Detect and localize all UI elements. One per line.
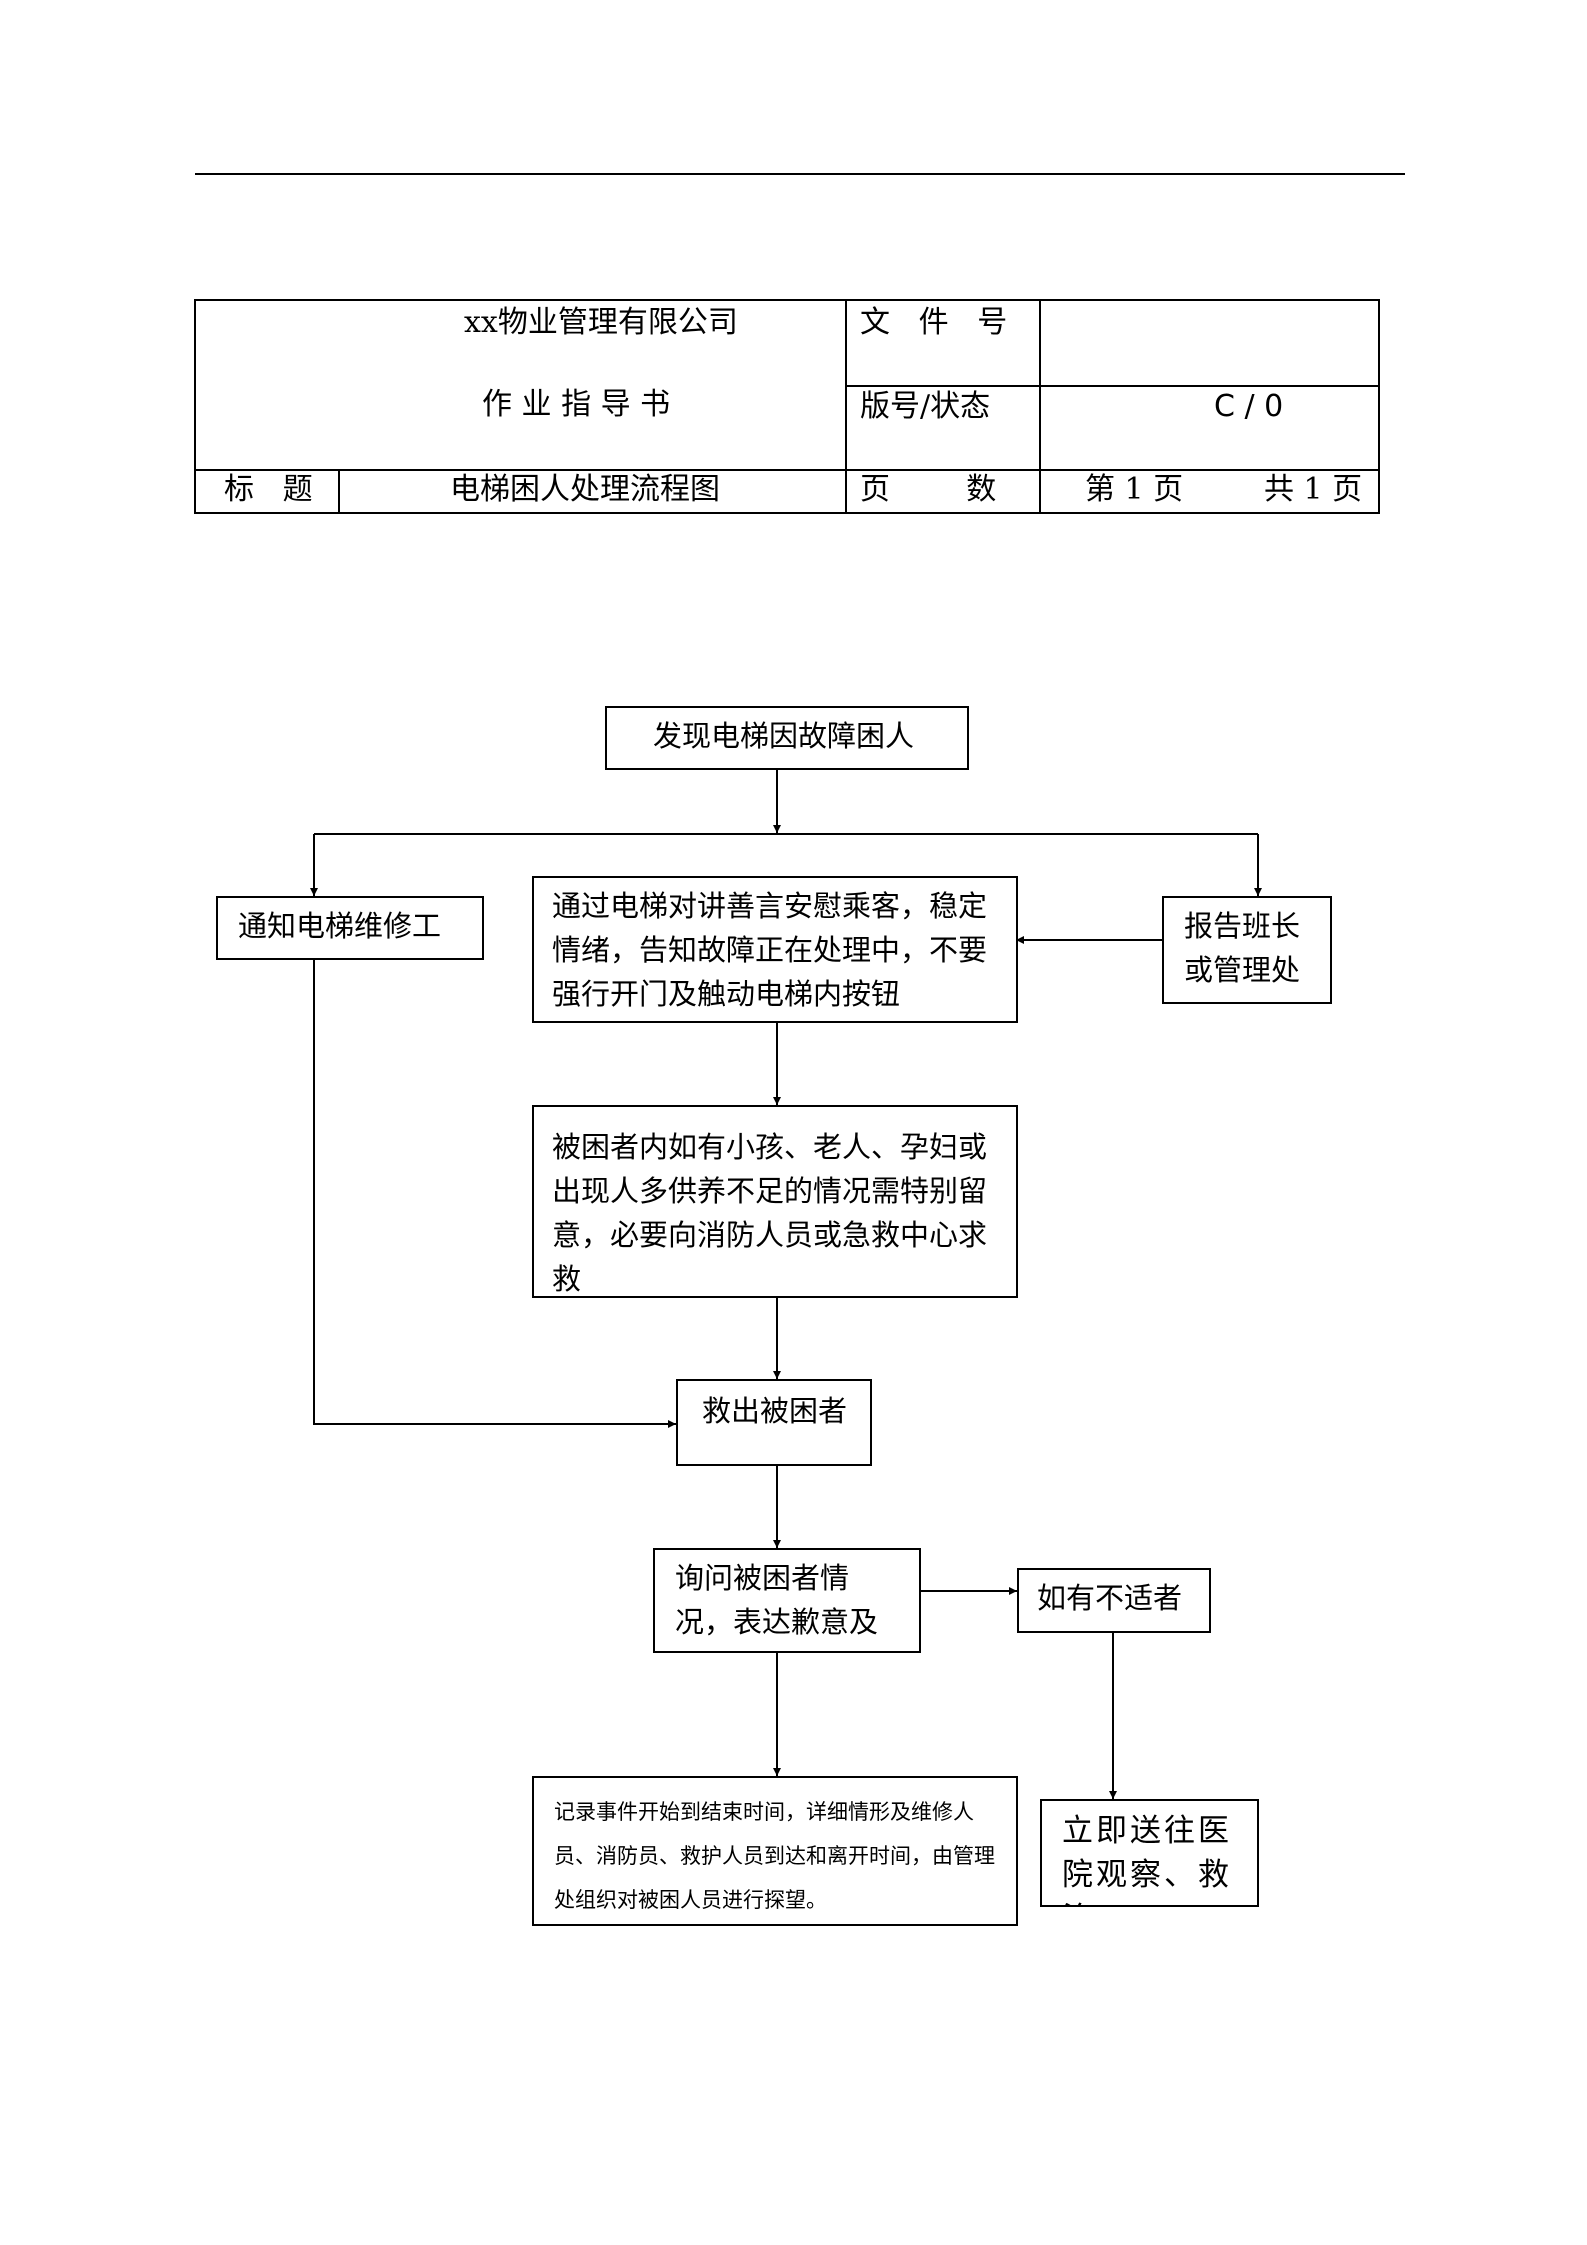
- step-discomfort-text: 如有不适者: [1037, 1581, 1183, 1615]
- file-number-label: 文 件 号: [860, 305, 1008, 340]
- step-report-text: 报告班长或管理处: [1184, 909, 1301, 987]
- step-discover-text: 发现电梯因故障困人: [653, 719, 915, 753]
- step-hospital-text: 立即送往医院观察、救治: [1062, 1813, 1232, 1905]
- step-notify-repair-box: 通知电梯维修工: [216, 896, 484, 960]
- step-inquire-text: 询问被困者情况，表达歉意及安慰: [675, 1561, 879, 1651]
- top-rule: [195, 173, 1405, 175]
- step-hospital-box: 立即送往医院观察、救治: [1040, 1799, 1259, 1907]
- step-special-box: 被困者内如有小孩、老人、孕妇或出现人多供养不足的情况需特别留意，必要向消防人员或…: [532, 1105, 1018, 1298]
- header-table: xx物业管理有限公司 作 业 指 导 书 文 件 号 版号/状态 C / 0 标…: [194, 299, 1380, 514]
- step-comfort-box: 通过电梯对讲善言安慰乘客，稳定情绪，告知故障正在处理中，不要强行开门及触动电梯内…: [532, 876, 1018, 1023]
- step-discover-box: 发现电梯因故障困人: [605, 706, 969, 770]
- arrow-repair-to-rescue: [313, 960, 676, 1428]
- step-report-box: 报告班长或管理处: [1162, 896, 1332, 1004]
- version-label: 版号/状态: [860, 389, 991, 424]
- step-record-text: 记录事件开始到结束时间，详细情形及维修人员、消防员、救护人员到达和离开时间，由管…: [554, 1800, 995, 1912]
- step-record-box: 记录事件开始到结束时间，详细情形及维修人员、消防员、救护人员到达和离开时间，由管…: [532, 1776, 1018, 1926]
- version-value: C / 0: [1214, 389, 1284, 424]
- title-label: 标 题: [224, 472, 313, 507]
- step-rescue-text: 救出被困者: [702, 1394, 848, 1428]
- company-name: xx物业管理有限公司: [464, 305, 738, 340]
- title-value: 电梯困人处理流程图: [450, 472, 720, 507]
- step-rescue-box: 救出被困者: [676, 1379, 872, 1466]
- pages-label: 页 数: [860, 472, 997, 507]
- document-type: 作 业 指 导 书: [482, 387, 671, 422]
- page-current: 第 1 页: [1085, 472, 1184, 507]
- step-discomfort-box: 如有不适者: [1017, 1568, 1211, 1633]
- step-notify-repair-text: 通知电梯维修工: [238, 909, 442, 943]
- step-inquire-box: 询问被困者情况，表达歉意及安慰: [653, 1548, 921, 1653]
- step-comfort-text: 通过电梯对讲善言安慰乘客，稳定情绪，告知故障正在处理中，不要强行开门及触动电梯内…: [552, 889, 988, 1011]
- page-total: 共 1 页: [1264, 472, 1363, 507]
- step-special-text: 被困者内如有小孩、老人、孕妇或出现人多供养不足的情况需特别留意，必要向消防人员或…: [552, 1130, 988, 1296]
